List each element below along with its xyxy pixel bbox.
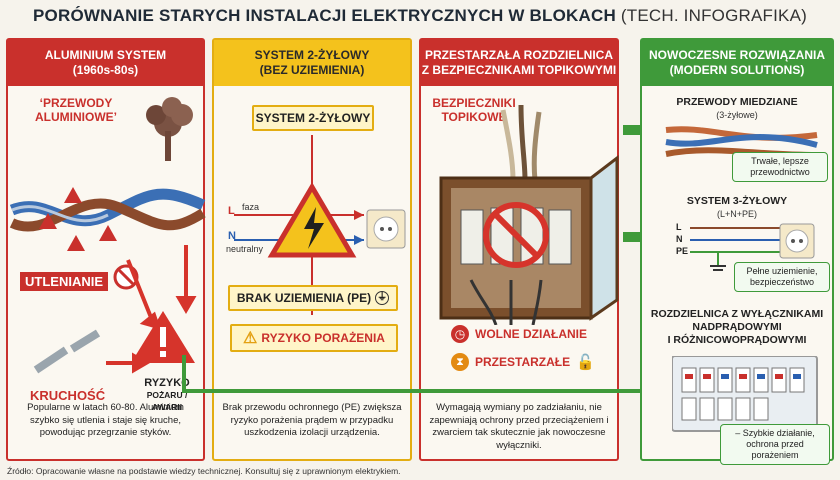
arrow-icon xyxy=(182,118,670,399)
shock-risk-text: RYZYKO PORAŻENIA xyxy=(261,331,385,345)
board-line3: I RÓŻNICOWOPRĄDOWYMI xyxy=(667,334,807,346)
board-line1: ROZDZIELNICA Z WYŁĄCZNIKAMI xyxy=(650,308,824,320)
phase-label: faza xyxy=(242,202,260,212)
source-note: Źródło: Opracowanie własne na podstawie … xyxy=(7,466,401,476)
p1-heading-1: ALUMINIUM SYSTEM xyxy=(44,48,167,62)
panel-modern-header: NOWOCZESNE ROZWIĄZANIA(MODERN SOLUTIONS) xyxy=(642,40,832,86)
oxidation-label: UTLENIANIE xyxy=(20,272,108,291)
outdated-row: ⧗ PRZESTARZAŁE 🔓 xyxy=(451,353,595,371)
two-wire-system-box: SYSTEM 2-ŻYŁOWY xyxy=(252,105,374,131)
panel-aluminium-footer: Popularne w latach 60-80. Aluminium szyb… xyxy=(27,402,184,438)
title-main: PORÓWNANIE STARYCH INSTALACJI ELEKTRYCZN… xyxy=(33,6,616,25)
no-grounding-text: BRAK UZIEMIENIA (PE) xyxy=(236,291,372,305)
letter-n: N xyxy=(676,234,683,244)
p3-heading-1: PRZESTARZAŁA ROZDZIELNICA xyxy=(425,48,613,62)
grounding-note: Pełne uziemienie, bezpieczeństwo xyxy=(734,262,830,292)
no-grounding-box: BRAK UZIEMIENIA (PE)⏚ xyxy=(228,285,398,311)
slow-action-text: WOLNE DZIAŁANIE xyxy=(475,327,587,341)
fire-risk-line1: RYZYKO xyxy=(144,377,190,389)
prohibited-icon xyxy=(483,202,549,268)
three-wire-sub: (L+N+PE) xyxy=(716,209,758,219)
old-switchboard-illustration xyxy=(439,104,619,325)
p4-heading-1: NOWOCZESNE ROZWIĄZANIA xyxy=(649,48,825,62)
shock-risk-box: ⚠RYZYKO PORAŻENIA xyxy=(230,324,398,352)
p2-heading-1: SYSTEM 2-ŻYŁOWY xyxy=(254,48,370,62)
three-wire-label: SYSTEM 3-ŻYŁOWY xyxy=(686,195,788,207)
panel-two-wire-header: SYSTEM 2-ŻYŁOWY(BEZ UZIEMIENIA) xyxy=(214,40,410,86)
letter-pe: PE xyxy=(676,246,689,256)
high-voltage-icon xyxy=(267,182,357,258)
padlock-icon: 🔓 xyxy=(576,354,595,371)
brittleness-label: KRUCHOŚĆ xyxy=(30,388,106,403)
p3-heading-2: Z BEZPIECZNIKAMI TOPIKOWYMI xyxy=(421,63,617,77)
fuses-label: BEZPIECZNIKI TOPIKOWE xyxy=(432,96,516,124)
letter-l: L xyxy=(676,222,682,232)
ground-icon xyxy=(710,265,726,271)
panel-aluminium-header: ALUMINIUM SYSTEM(1960s-80s) xyxy=(8,40,203,86)
aluminium-wires-label: ‘PRZEWODY ALUMINIOWE’ xyxy=(35,96,117,124)
p4-heading-2: (MODERN SOLUTIONS) xyxy=(669,63,805,77)
oxidation-text: UTLENIANIE xyxy=(20,272,108,291)
modern-board-icon xyxy=(672,356,818,432)
title-sub: (TECH. INFOGRAFIKA) xyxy=(620,6,807,25)
twisted-wires-icon xyxy=(9,188,206,232)
neutral-letter: N xyxy=(228,230,236,242)
panel-aluminium: ALUMINIUM SYSTEM(1960s-80s) ‘PRZEWODY AL… xyxy=(6,38,206,461)
socket-icon xyxy=(366,209,406,249)
p2-heading-2: (BEZ UZIEMIENIA) xyxy=(259,63,365,77)
p1-heading-2: (1960s-80s) xyxy=(72,63,139,77)
fuse-icon xyxy=(460,207,572,265)
shock-warning-icon: ⚠ xyxy=(243,330,258,347)
ground-icon: ⏚ xyxy=(375,291,390,305)
copper-wires-label: PRZEWODY MIEDZIANE xyxy=(676,96,798,108)
board-line2: NADPRĄDOWYMI xyxy=(692,321,782,333)
neutral-label: neutralny xyxy=(226,244,264,254)
aluminium-illustration xyxy=(9,97,206,374)
panel-old-switchboard-footer: Wymagają wymiany po zadziałaniu, nie zap… xyxy=(429,402,609,451)
hourglass-icon: ⧗ xyxy=(451,353,469,371)
danger-icon xyxy=(131,311,195,363)
two-wire-diagram xyxy=(234,135,406,315)
fire-risk-line2: POŻARU / AWARII xyxy=(146,390,188,412)
outdated-text: PRZESTARZAŁE xyxy=(475,355,571,369)
three-wire-diagram xyxy=(690,223,815,271)
arrow-icon xyxy=(106,245,197,374)
socket-icon xyxy=(779,223,815,259)
copper-wires-sub: (3-żyłowe) xyxy=(716,110,758,120)
warning-icon xyxy=(39,187,117,251)
modern-board-note: – Szybkie działanie, ochrona przed poraż… xyxy=(720,424,830,465)
phase-letter: L xyxy=(228,205,235,217)
smoke-cloud-icon xyxy=(146,97,193,161)
copper-note: Trwałe, lepsze przewodnictwo xyxy=(732,152,828,182)
clock-icon: ◷ xyxy=(451,325,469,343)
panel-modern: NOWOCZESNE ROZWIĄZANIA(MODERN SOLUTIONS)… xyxy=(640,38,834,465)
panel-two-wire-footer: Brak przewodu ochronnego (PE) zwiększa r… xyxy=(222,402,402,438)
broken-wire-icon xyxy=(33,329,101,374)
page-title: PORÓWNANIE STARYCH INSTALACJI ELEKTRYCZN… xyxy=(0,6,840,26)
slow-action-row: ◷ WOLNE DZIAŁANIE xyxy=(451,325,587,343)
